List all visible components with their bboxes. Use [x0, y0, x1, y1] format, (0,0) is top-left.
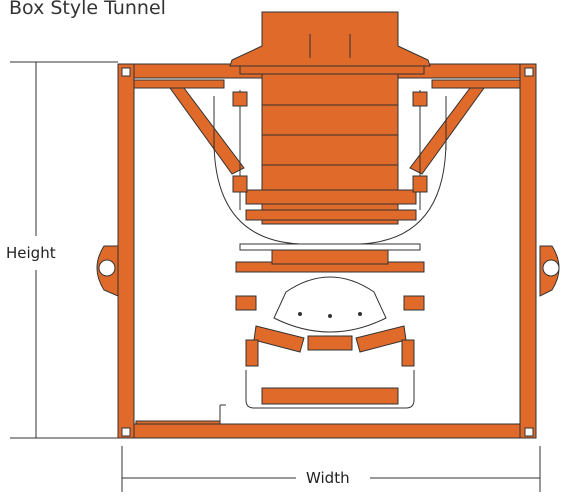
- floor-grating: [135, 404, 226, 425]
- troughing-idlers: [245, 325, 415, 367]
- idler-carriage: [235, 243, 425, 311]
- right-lifting-lug: [539, 245, 560, 297]
- return-idler: [245, 370, 415, 409]
- conveyor-belt: [273, 276, 387, 333]
- width-dimension-line: [121, 446, 541, 492]
- width-dimension-label: Width: [306, 469, 350, 487]
- suspension-springs: [213, 90, 447, 210]
- diagram-title: Box Style Tunnel: [9, 0, 166, 19]
- hopper: [229, 11, 431, 225]
- diagonal-braces: [169, 87, 485, 175]
- height-dimension-label: Height: [6, 244, 56, 262]
- left-lifting-lug: [96, 245, 119, 297]
- height-dimension-line: [10, 61, 118, 439]
